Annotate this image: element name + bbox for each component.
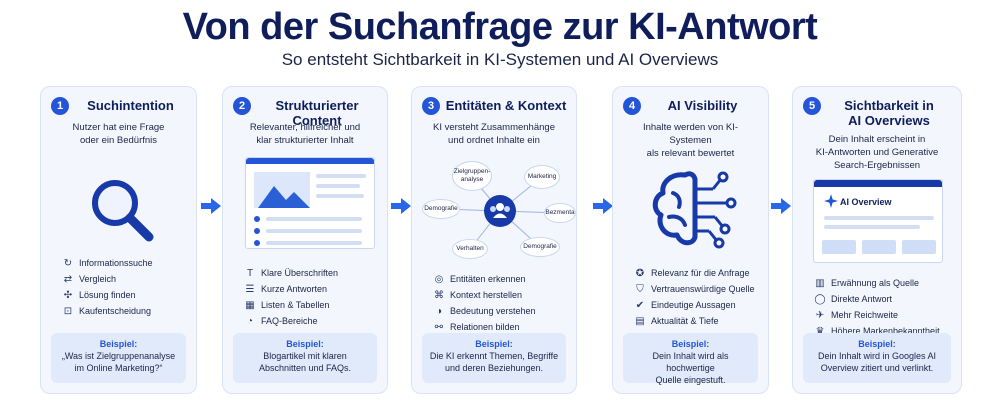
network-node: Zielgruppen-analyse xyxy=(452,161,492,191)
entity-icon: ◎ xyxy=(434,273,444,285)
list-item: ♛Höhere Markenbekanntheit xyxy=(813,323,951,339)
list-item: ✈Mehr Reichweite xyxy=(813,307,951,323)
arrow-right-icon xyxy=(391,198,411,214)
list-item: ▦Listen & Tabellen xyxy=(243,297,377,313)
arrow-right-icon xyxy=(201,198,221,214)
chat-icon: ◯ xyxy=(814,293,826,305)
list-item: ⛉Vertrauenswürdige Quelle xyxy=(633,281,758,297)
step-title: Entitäten & Kontext xyxy=(445,98,567,113)
table-icon: ▦ xyxy=(245,299,255,311)
check-circle-icon: ✔ xyxy=(635,299,645,311)
network-node: Verhalten xyxy=(452,239,488,259)
sparkle-icon xyxy=(824,194,838,208)
ai-brain-icon xyxy=(652,171,737,249)
example-box: Beispiel: Die KI erkennt Themen, Begriff… xyxy=(422,333,566,383)
page-title: Von der Suchanfrage zur KI-Antwort xyxy=(182,6,818,48)
refresh-icon: ↻ xyxy=(63,257,73,269)
heading-icon: T xyxy=(246,267,254,279)
feature-list: ✪Relevanz für die Anfrage ⛉Vertrauenswür… xyxy=(633,265,758,329)
meaning-icon: ◑ xyxy=(435,305,443,317)
list-item: ▥Erwähnung als Quelle xyxy=(813,275,951,291)
network-node: Marketing xyxy=(524,165,560,189)
list-item: ⚯Relationen bilden xyxy=(432,319,566,335)
arrow-right-icon xyxy=(593,198,613,214)
people-icon xyxy=(484,195,516,227)
list-item: ◎Entitäten erkennen xyxy=(432,271,566,287)
step-number: 5 xyxy=(803,97,821,115)
check-badge-icon: ✪ xyxy=(635,267,645,279)
list-item: ✣Lösung finden xyxy=(61,287,186,303)
step-card-4: 4 AI Visibility Inhalte werden von KI-Sy… xyxy=(612,86,769,394)
example-box: Beispiel: Dein Inhalt wird in Googles AI… xyxy=(803,333,951,383)
list-item: ◑Bedeutung verstehen xyxy=(432,303,566,319)
award-icon: ♛ xyxy=(815,325,825,337)
list-item: ☰Kurze Antworten xyxy=(243,281,377,297)
list-item: ⌘Kontext herstellen xyxy=(434,289,523,301)
building-icon: ▥ xyxy=(815,277,825,289)
document-icon xyxy=(245,157,375,249)
list-item: ✔Eindeutige Aussagen xyxy=(633,297,758,313)
step-number: 3 xyxy=(422,97,440,115)
list-item: ✪Relevanz für die Anfrage xyxy=(633,265,758,281)
feature-list: ▥Erwähnung als Quelle ◯Direkte Antwort ✈… xyxy=(813,275,951,339)
network-node: Demografie xyxy=(520,237,560,257)
relation-icon: ⚯ xyxy=(434,321,444,333)
reach-icon: ✈ xyxy=(815,309,825,321)
network-node: Demografie xyxy=(422,199,460,219)
step-title: Strukturierter Content xyxy=(275,98,359,128)
list-icon: ☰ xyxy=(245,283,255,295)
puzzle-icon: ✣ xyxy=(63,289,73,301)
feature-list: ↻Informationssuche ⇄Vergleich ✣Lösung fi… xyxy=(61,255,186,319)
shield-icon: ⛉ xyxy=(636,283,644,295)
step-title: AI Visibility xyxy=(667,98,738,113)
example-box: Beispiel: Dein Inhalt wird als hochwerti… xyxy=(623,333,758,385)
feature-list: ◎Entitäten erkennen ⌘Kontext herstellen … xyxy=(432,271,566,335)
step-card-3: 3 Entitäten & Kontext KI versteht Zusamm… xyxy=(411,86,577,394)
list-item: ⇄Vergleich xyxy=(61,271,186,287)
step-number: 2 xyxy=(233,97,251,115)
list-item: ⊡Kaufentscheidung xyxy=(61,303,186,319)
ai-overview-icon: AI Overview xyxy=(813,179,943,263)
step-number: 1 xyxy=(51,97,69,115)
list-item: ▤Aktualität & Tiefe xyxy=(633,313,758,329)
compare-icon: ⇄ xyxy=(63,273,73,285)
example-box: Beispiel: Blogartikel mit klaren Abschni… xyxy=(233,333,377,383)
context-icon: ⌘ xyxy=(434,289,444,301)
list-item: ◯Direkte Antwort xyxy=(814,293,893,305)
cart-icon: ⊡ xyxy=(63,305,73,317)
page-subtitle: So entsteht Sichtbarkeit in KI-Systemen … xyxy=(281,50,719,69)
list-item: ◔FAQ-Bereiche xyxy=(243,313,377,329)
magnifier-icon xyxy=(92,180,154,242)
network-icon: Zielgruppen-analyse Marketing Demografie… xyxy=(412,159,578,269)
step-number: 4 xyxy=(623,97,641,115)
step-title: Suchintention xyxy=(87,98,174,113)
network-node: Bezmenta xyxy=(544,203,576,223)
example-box: Beispiel: „Was ist Zielgruppenanalyse im… xyxy=(51,333,186,383)
chart-icon: ▤ xyxy=(635,315,645,327)
step-card-2: 2 Strukturierter Content Relevanter, hil… xyxy=(222,86,388,394)
list-item: ↻Informationssuche xyxy=(61,255,186,271)
arrow-right-icon xyxy=(771,198,791,214)
faq-icon: ◔ xyxy=(246,315,254,327)
overview-label: AI Overview xyxy=(840,197,892,207)
